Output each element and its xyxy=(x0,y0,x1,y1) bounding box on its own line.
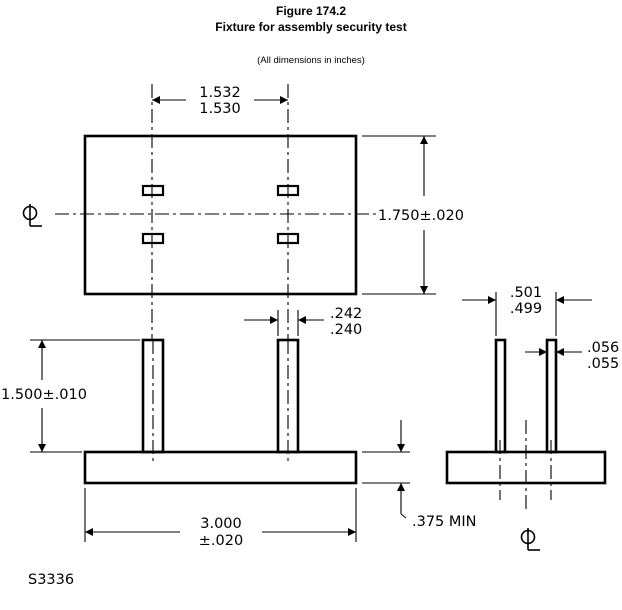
figure-subtitle: Fixture for assembly security test xyxy=(215,20,407,34)
side-spacing-lower: .499 xyxy=(510,301,542,317)
height-value: 1.750±.020 xyxy=(378,208,464,224)
base-thick-leader xyxy=(400,513,407,519)
side-spacing-upper: .501 xyxy=(510,285,542,301)
post-height-value: 1.500±.010 xyxy=(1,387,87,403)
base-width-lower: ±.020 xyxy=(199,533,243,549)
side-wall-left xyxy=(494,338,507,454)
units-note: (All dimensions in inches) xyxy=(257,55,365,66)
side-wall-lower: .055 xyxy=(587,356,619,372)
slot-bottom-right xyxy=(276,232,300,245)
slot-top-left xyxy=(141,184,165,197)
centerline-symbol-left: CL xyxy=(22,204,42,227)
post-width-upper: .242 xyxy=(330,306,362,322)
side-wall-upper: .056 xyxy=(587,340,619,356)
figure-title: Figure 174.2 xyxy=(275,4,347,18)
side-wall-right xyxy=(545,338,558,454)
top-spacing-upper: 1.532 xyxy=(199,85,241,101)
post-width-lower: .240 xyxy=(330,322,362,338)
centerline-symbol-bottom xyxy=(520,528,540,551)
base-width-upper: 3.000 xyxy=(200,516,242,532)
slot-top-right xyxy=(276,184,300,197)
top-view-plate xyxy=(83,134,358,296)
front-base xyxy=(83,450,358,485)
base-thickness-value: .375 MIN xyxy=(412,514,477,530)
slot-bottom-left xyxy=(141,232,165,245)
top-spacing-lower: 1.530 xyxy=(199,101,241,117)
drawing-number: S3336 xyxy=(28,572,74,588)
